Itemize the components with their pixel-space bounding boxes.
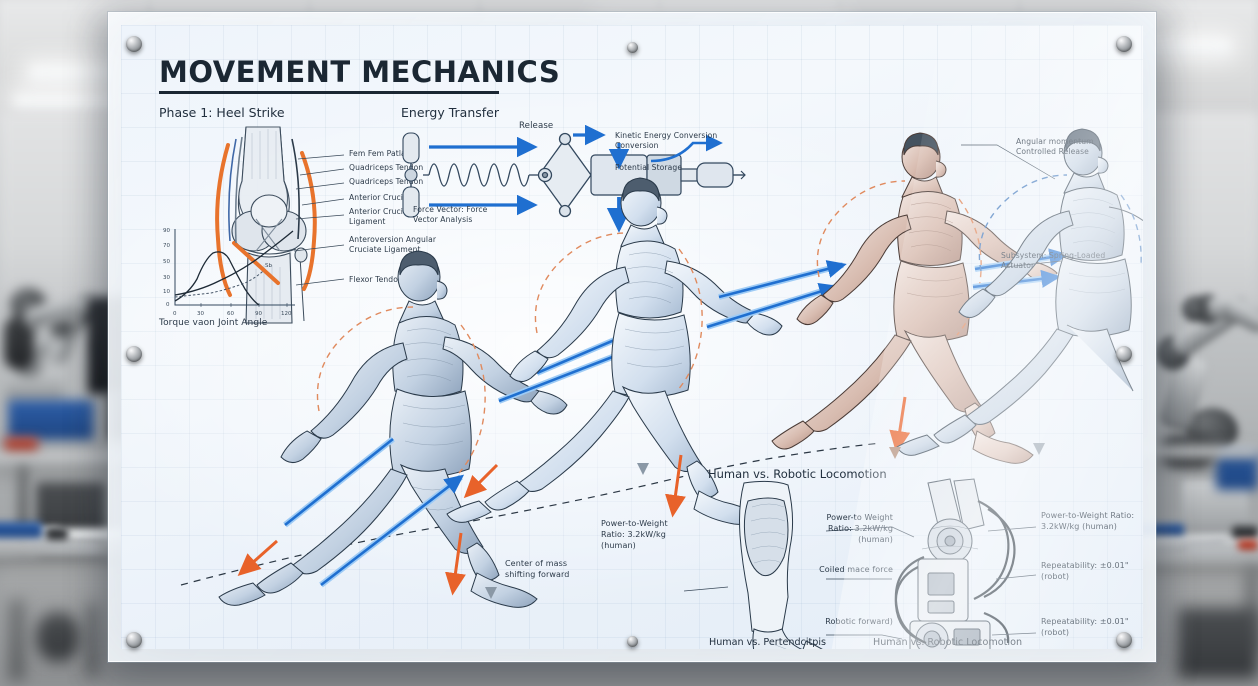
- standoff-bottom-right: [1116, 632, 1132, 648]
- knee-label-5: Anteroversion Angular Cruciate Ligament: [349, 235, 437, 255]
- runner-figure-2: [446, 177, 783, 525]
- knee-label-0: Fem Fem Patlan: [349, 149, 411, 158]
- bottom-caption-right: Human vs. Robotic Locomotion: [873, 637, 1023, 648]
- standoff-top-right: [1116, 36, 1132, 52]
- torque-chart-caption: Torque vaon Joint Angle: [159, 318, 268, 328]
- svg-text:50: 50: [163, 259, 170, 265]
- chart-series-rising: [174, 230, 294, 296]
- comparison-label-robotic: Robotic forward): [825, 617, 893, 626]
- poster-surface: MOVEMENT MECHANICS Phase 1: Heel Strike: [121, 25, 1143, 649]
- ceiling-light-2: [14, 96, 134, 108]
- runner-figure-3: [771, 132, 1058, 464]
- chart-series-sb: [174, 270, 264, 298]
- knee-label-6: Flexor Tendon: [349, 275, 403, 284]
- standoff-top-left: [126, 36, 142, 52]
- energy-arrows: [429, 124, 723, 233]
- spring-coil: [423, 163, 539, 187]
- foot-icon: [802, 640, 823, 649]
- standoff-mid-left: [126, 346, 142, 362]
- runner-figure-1: [218, 250, 568, 608]
- leader-lines: [293, 154, 345, 286]
- svg-text:10: 10: [163, 289, 170, 295]
- svg-text:90: 90: [163, 228, 170, 234]
- knee-label-1: Quadriceps Tendon: [349, 163, 424, 172]
- chart-legend-sb: Sb: [265, 263, 272, 269]
- section-comparison-heading: Human vs. Robotic Locomotion: [708, 467, 887, 481]
- runner-label-subsystem: Subsystem: Spring-Loaded Actuator: [1001, 251, 1106, 271]
- svg-text:30: 30: [197, 311, 204, 317]
- comparison-label-ground-force: Coiled mace force: [819, 565, 893, 574]
- standoff-bottom-center: [627, 636, 638, 647]
- svg-text:0: 0: [166, 302, 170, 308]
- runner1-force-arrow: [445, 532, 466, 596]
- comparison-label-power-right: Power-to-Weight Ratio: 3.2kW/kg (human): [1041, 511, 1135, 531]
- comparison-label-repeat-right: Repeatability: ±0.01" (robot): [1041, 561, 1129, 581]
- energy-label-kinetic: Kinetic Energy Conversion Conversion: [615, 131, 718, 151]
- human-leg: [739, 480, 803, 649]
- energy-transfer-diagram: [402, 124, 746, 233]
- torque-chart: 90 70 50 30 10 0 0 30 60 90 120 Sb: [163, 228, 295, 317]
- runner2-force-arrow: [665, 454, 686, 518]
- standoff-bottom-left: [126, 632, 142, 648]
- acrylic-panel: MOVEMENT MECHANICS Phase 1: Heel Strike: [108, 12, 1156, 662]
- standoff-mid-right: [1116, 346, 1132, 362]
- energy-label-release: Release: [519, 121, 554, 131]
- svg-text:0: 0: [173, 311, 177, 317]
- knee-label-3: Anterior Cruciate: [349, 193, 416, 202]
- runner-label-center-of-mass: Center of mass shifting forward: [505, 559, 570, 579]
- svg-text:90: 90: [255, 311, 262, 317]
- runner2-outline-dash: [534, 232, 703, 392]
- runner3-force-arrow: [889, 396, 911, 454]
- robotic-leg: [894, 478, 1016, 649]
- svg-text:60: 60: [227, 311, 234, 317]
- runner1-outline-dash: [316, 306, 486, 474]
- comparison-label-power-mid: Power-to Weight Ratio: 3.2kW/kg (human): [826, 513, 893, 544]
- svg-text:120: 120: [281, 311, 292, 317]
- comparison-label-power-left: Power-to-Weight Ratio: 3.2kW/kg (human): [601, 519, 668, 550]
- svg-text:30: 30: [163, 275, 170, 281]
- title-underline: [159, 91, 499, 94]
- blue-container-left: [8, 400, 94, 440]
- chart-x-ticks: 0 30 60 90 120: [173, 311, 292, 317]
- runner2-force-arrow-2: [463, 463, 499, 499]
- section-energy-heading: Energy Transfer: [401, 105, 499, 120]
- energy-label-potential: Potential Storage: [615, 163, 683, 172]
- bottom-caption-left: Human vs. Pertendcitpis: [709, 637, 827, 648]
- energy-label-force-vector: Force Vector: Force Vector Analysis: [413, 205, 488, 225]
- force-plate: [402, 132, 420, 218]
- page-title: MOVEMENT MECHANICS: [159, 55, 561, 89]
- svg-text:70: 70: [163, 243, 170, 249]
- trajectory-line: [180, 442, 882, 586]
- chart-series-torque-peak: [174, 251, 260, 306]
- knee-label-4: Anterior Cruciate Ligament: [349, 207, 416, 227]
- chart-y-ticks: 90 70 50 30 10 0: [163, 228, 170, 308]
- section-phase1-heading: Phase 1: Heel Strike: [159, 105, 285, 120]
- scissor-linkage: [537, 132, 592, 218]
- runner-label-angular: Angular momentum Controlled Release: [1016, 137, 1094, 157]
- ligament-highlight: [215, 143, 317, 297]
- standoff-top-center: [627, 42, 638, 53]
- runner1-force-arrow-2: [237, 539, 278, 576]
- knee-label-2: Quadriceps Tendon: [349, 177, 424, 186]
